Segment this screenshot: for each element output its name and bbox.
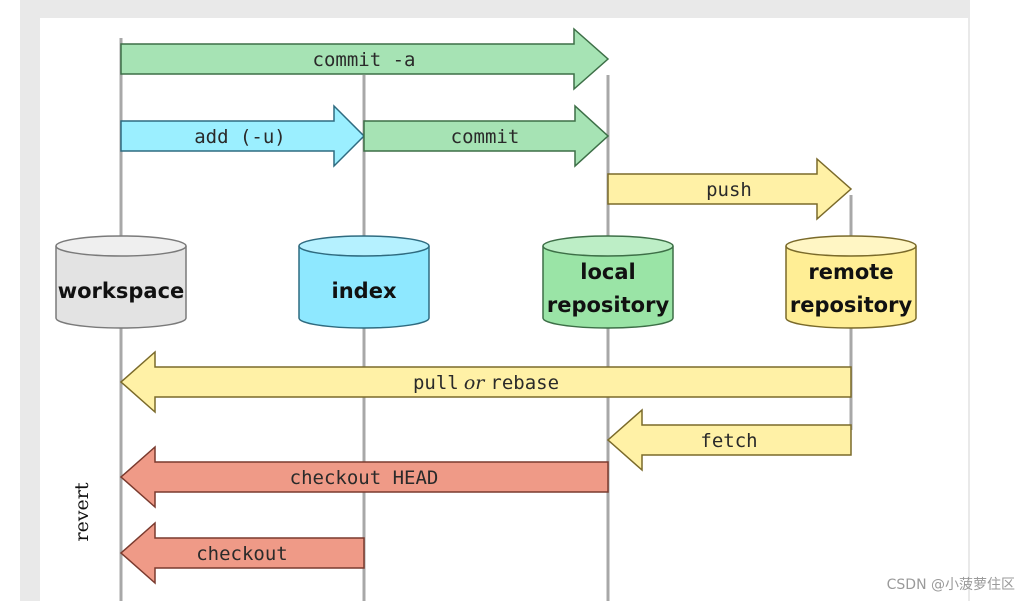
workspace-label: workspace xyxy=(58,279,185,303)
index-label: index xyxy=(332,279,397,303)
commit-arrow xyxy=(363,104,610,168)
checkout-arrow xyxy=(119,521,365,585)
add-u-arrow xyxy=(120,104,366,168)
or-label: or xyxy=(464,372,491,394)
push-label: push xyxy=(706,179,752,201)
remote-repository-store: remote repository xyxy=(785,235,917,329)
local-repository-store: local repository xyxy=(542,235,674,329)
commit-label: commit xyxy=(451,126,520,148)
checkout-head-arrow xyxy=(119,445,609,509)
index-store: index xyxy=(298,235,430,329)
pull-label: pull xyxy=(413,372,459,394)
fetch-label: fetch xyxy=(700,430,757,452)
checkout-head-label: checkout HEAD xyxy=(290,467,439,489)
push-arrow xyxy=(607,157,853,221)
pull-or-rebase-arrow xyxy=(119,350,852,414)
fetch-arrow xyxy=(606,408,852,472)
add-u-label: add (-u) xyxy=(194,126,286,148)
remote-label-line1: remote xyxy=(808,260,893,284)
revert-label: revert xyxy=(71,482,93,541)
checkout-label: checkout xyxy=(196,543,288,565)
commit-a-label: commit -a xyxy=(313,49,416,71)
pull-or-rebase-label: pull or rebase xyxy=(413,372,559,394)
remote-label-line2: repository xyxy=(790,293,913,317)
watermark: CSDN @小菠萝住区 xyxy=(887,577,1015,593)
local-label-line1: local xyxy=(580,260,635,284)
rebase-label: rebase xyxy=(490,372,559,394)
local-label-line2: repository xyxy=(547,293,670,317)
commit-a-arrow xyxy=(120,27,610,91)
workspace-store: workspace xyxy=(55,235,187,329)
